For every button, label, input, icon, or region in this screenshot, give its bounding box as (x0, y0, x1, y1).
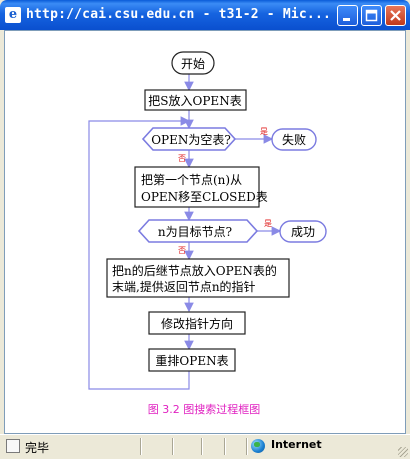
move-label-line2: OPEN移至CLOSED表 (141, 190, 268, 204)
security-zone-label: Internet (271, 438, 322, 451)
flowchart: 开始 把S放入OPEN表 OPEN为空表? 是 否 失败 把第一个节点(n)从 … (88, 51, 327, 416)
yes-label-1: 是 (260, 127, 268, 136)
title-bar[interactable]: e http://cai.csu.edu.cn - t31-2 - Mic... (0, 0, 410, 30)
close-button[interactable] (385, 5, 406, 26)
resize-grip-icon[interactable] (398, 447, 408, 457)
start-label: 开始 (181, 57, 205, 71)
no-label-1: 否 (178, 154, 186, 163)
maximize-icon (365, 9, 378, 22)
init-box: 把S放入OPEN表 (144, 89, 247, 111)
reorder-box: 重排OPEN表 (148, 348, 236, 372)
modify-box: 修改指针方向 (148, 311, 246, 335)
status-separator (201, 438, 203, 455)
maximize-button[interactable] (361, 5, 382, 26)
decision-goal-label: n为目标节点? (158, 225, 232, 239)
figure-caption: 图 3.2 图搜索过程框图 (148, 402, 261, 416)
window-title: http://cai.csu.edu.cn - t31-2 - Mic... (26, 7, 332, 22)
status-separator (246, 438, 248, 455)
status-separator (140, 438, 142, 455)
no-label-2: 否 (178, 246, 186, 255)
decision-open-empty: OPEN为空表? (141, 127, 237, 151)
yes-label-2: 是 (264, 219, 272, 228)
success-label: 成功 (291, 225, 315, 239)
start-node: 开始 (171, 51, 215, 75)
page-done-icon (6, 439, 20, 453)
status-bar: 完毕 Internet (0, 434, 410, 459)
success-node: 成功 (279, 220, 327, 243)
decision-open-empty-label: OPEN为空表? (151, 133, 231, 147)
reorder-label: 重排OPEN表 (155, 354, 228, 368)
minimize-icon (343, 18, 350, 21)
move-box: 把第一个节点(n)从 OPEN移至CLOSED表 (134, 166, 268, 208)
move-label-line1: 把第一个节点(n)从 (141, 173, 242, 187)
fail-node: 失败 (271, 128, 317, 151)
internet-globe-icon (251, 439, 265, 453)
close-icon (390, 10, 401, 21)
modify-label: 修改指针方向 (161, 316, 233, 331)
decision-goal: n为目标节点? (137, 219, 259, 243)
flow-connectors (88, 74, 282, 390)
content-area: 开始 把S放入OPEN表 OPEN为空表? 是 否 失败 把第一个节点(n)从 … (4, 30, 406, 434)
expand-box: 把n的后继节点放入OPEN表的 末端,提供返回节点n的指针 (106, 258, 290, 298)
expand-label-line1: 把n的后继节点放入OPEN表的 (112, 263, 277, 278)
init-label: 把S放入OPEN表 (148, 93, 241, 108)
status-separator (224, 438, 226, 455)
status-text: 完毕 (25, 441, 50, 455)
expand-label-line2: 末端,提供返回节点n的指针 (112, 279, 256, 294)
fail-label: 失败 (282, 132, 306, 147)
ie-page-icon: e (5, 7, 21, 23)
minimize-button[interactable] (337, 5, 358, 26)
status-separator (172, 438, 174, 455)
